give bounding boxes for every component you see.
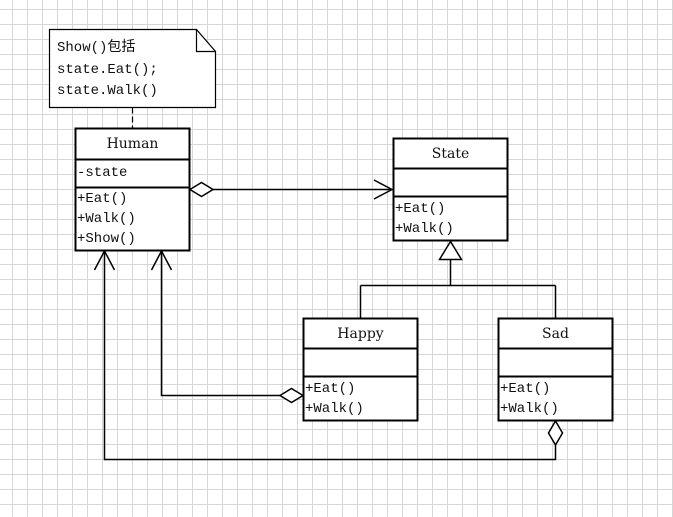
aggregation-diamond-icon [188,181,215,198]
open-arrowhead-icon [373,179,394,200]
class-name: Happy [337,326,383,342]
operation: +Walk() [395,221,454,237]
class-box [497,317,614,422]
note[interactable]: Show()包括 state.Eat(); state.Walk() [48,28,217,109]
operation: +Eat() [305,381,355,397]
class-state[interactable]: State +Eat() +Walk() [392,137,509,242]
class-sad[interactable]: Sad +Eat() +Walk() [497,317,614,422]
class-happy[interactable]: Happy +Eat() +Walk() [302,317,419,422]
aggregation-diamond-icon [278,387,305,404]
operation: +Walk() [500,401,559,417]
operation: +Eat() [500,381,550,397]
class-box [302,317,419,422]
generalization-to-state[interactable] [359,240,557,319]
class-human[interactable]: Human -state +Eat() +Walk() +Show() [74,127,191,252]
class-name: Sad [542,326,569,342]
connector-line [160,251,280,397]
class-box [74,127,191,252]
note-line: state.Walk() [57,83,158,99]
attribute: -state [77,165,127,181]
note-line: Show()包括 [57,39,135,56]
aggregation-human-state[interactable] [188,179,394,200]
note-fold [195,29,216,53]
aggregation-happy-human[interactable] [150,249,305,404]
operation: +Show() [77,231,136,247]
operation: +Eat() [77,191,127,207]
open-arrowhead-icon [93,249,116,271]
generalization-triangle-icon [438,240,463,261]
note-line: state.Eat(); [57,62,158,78]
operation: +Walk() [77,211,136,227]
note-shape [48,28,217,109]
operation: +Eat() [395,201,445,217]
open-arrowhead-icon [150,249,173,271]
operation: +Walk() [305,401,364,417]
class-name: Human [107,136,159,152]
connector-line [103,251,557,461]
class-name: State [432,146,469,162]
aggregation-sad-human[interactable] [93,249,564,461]
aggregation-diamond-icon [547,419,564,447]
